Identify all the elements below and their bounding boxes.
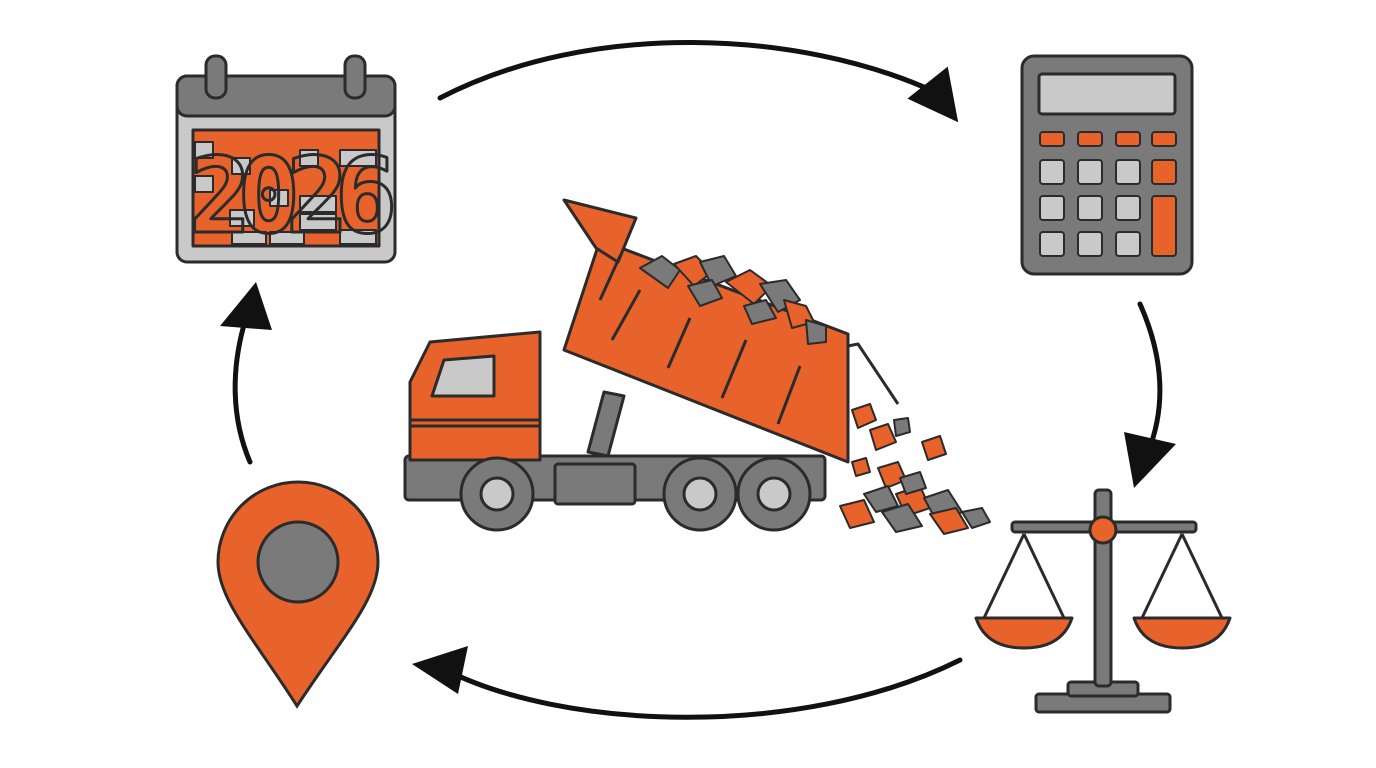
arrow-calculator-to-scale xyxy=(1137,301,1163,455)
calendar-icon: 2026 xyxy=(175,54,407,264)
arrow-head-right xyxy=(1124,432,1176,488)
truck-dump-bed xyxy=(562,198,900,464)
truck-wheels xyxy=(459,456,812,532)
location-pin-icon xyxy=(216,480,380,709)
dump-truck-icon xyxy=(403,198,991,535)
calculator-operator-keys xyxy=(1039,131,1177,257)
arrow-head-bottom xyxy=(412,646,468,694)
cycle-arrows xyxy=(220,40,1176,720)
truck-window xyxy=(430,354,496,398)
scale-right-pan xyxy=(1132,533,1232,650)
arrow-head-left xyxy=(220,282,272,330)
calculator-number-keys xyxy=(1039,159,1141,257)
calendar-year: 2026 xyxy=(189,135,392,257)
arrow-location-to-calendar xyxy=(232,315,253,465)
balance-scale-icon xyxy=(974,488,1232,714)
falling-rocks xyxy=(839,403,991,535)
scale-left-pan xyxy=(974,533,1074,650)
calculator-icon xyxy=(1020,54,1194,276)
arrow-head-top xyxy=(907,66,959,123)
truck-hydraulic-ram xyxy=(586,390,626,458)
calendar-grid xyxy=(194,141,377,245)
truck-load-rocks xyxy=(639,255,827,345)
arrow-scale-to-location xyxy=(439,657,963,720)
arrow-calendar-to-calculator xyxy=(437,40,938,101)
